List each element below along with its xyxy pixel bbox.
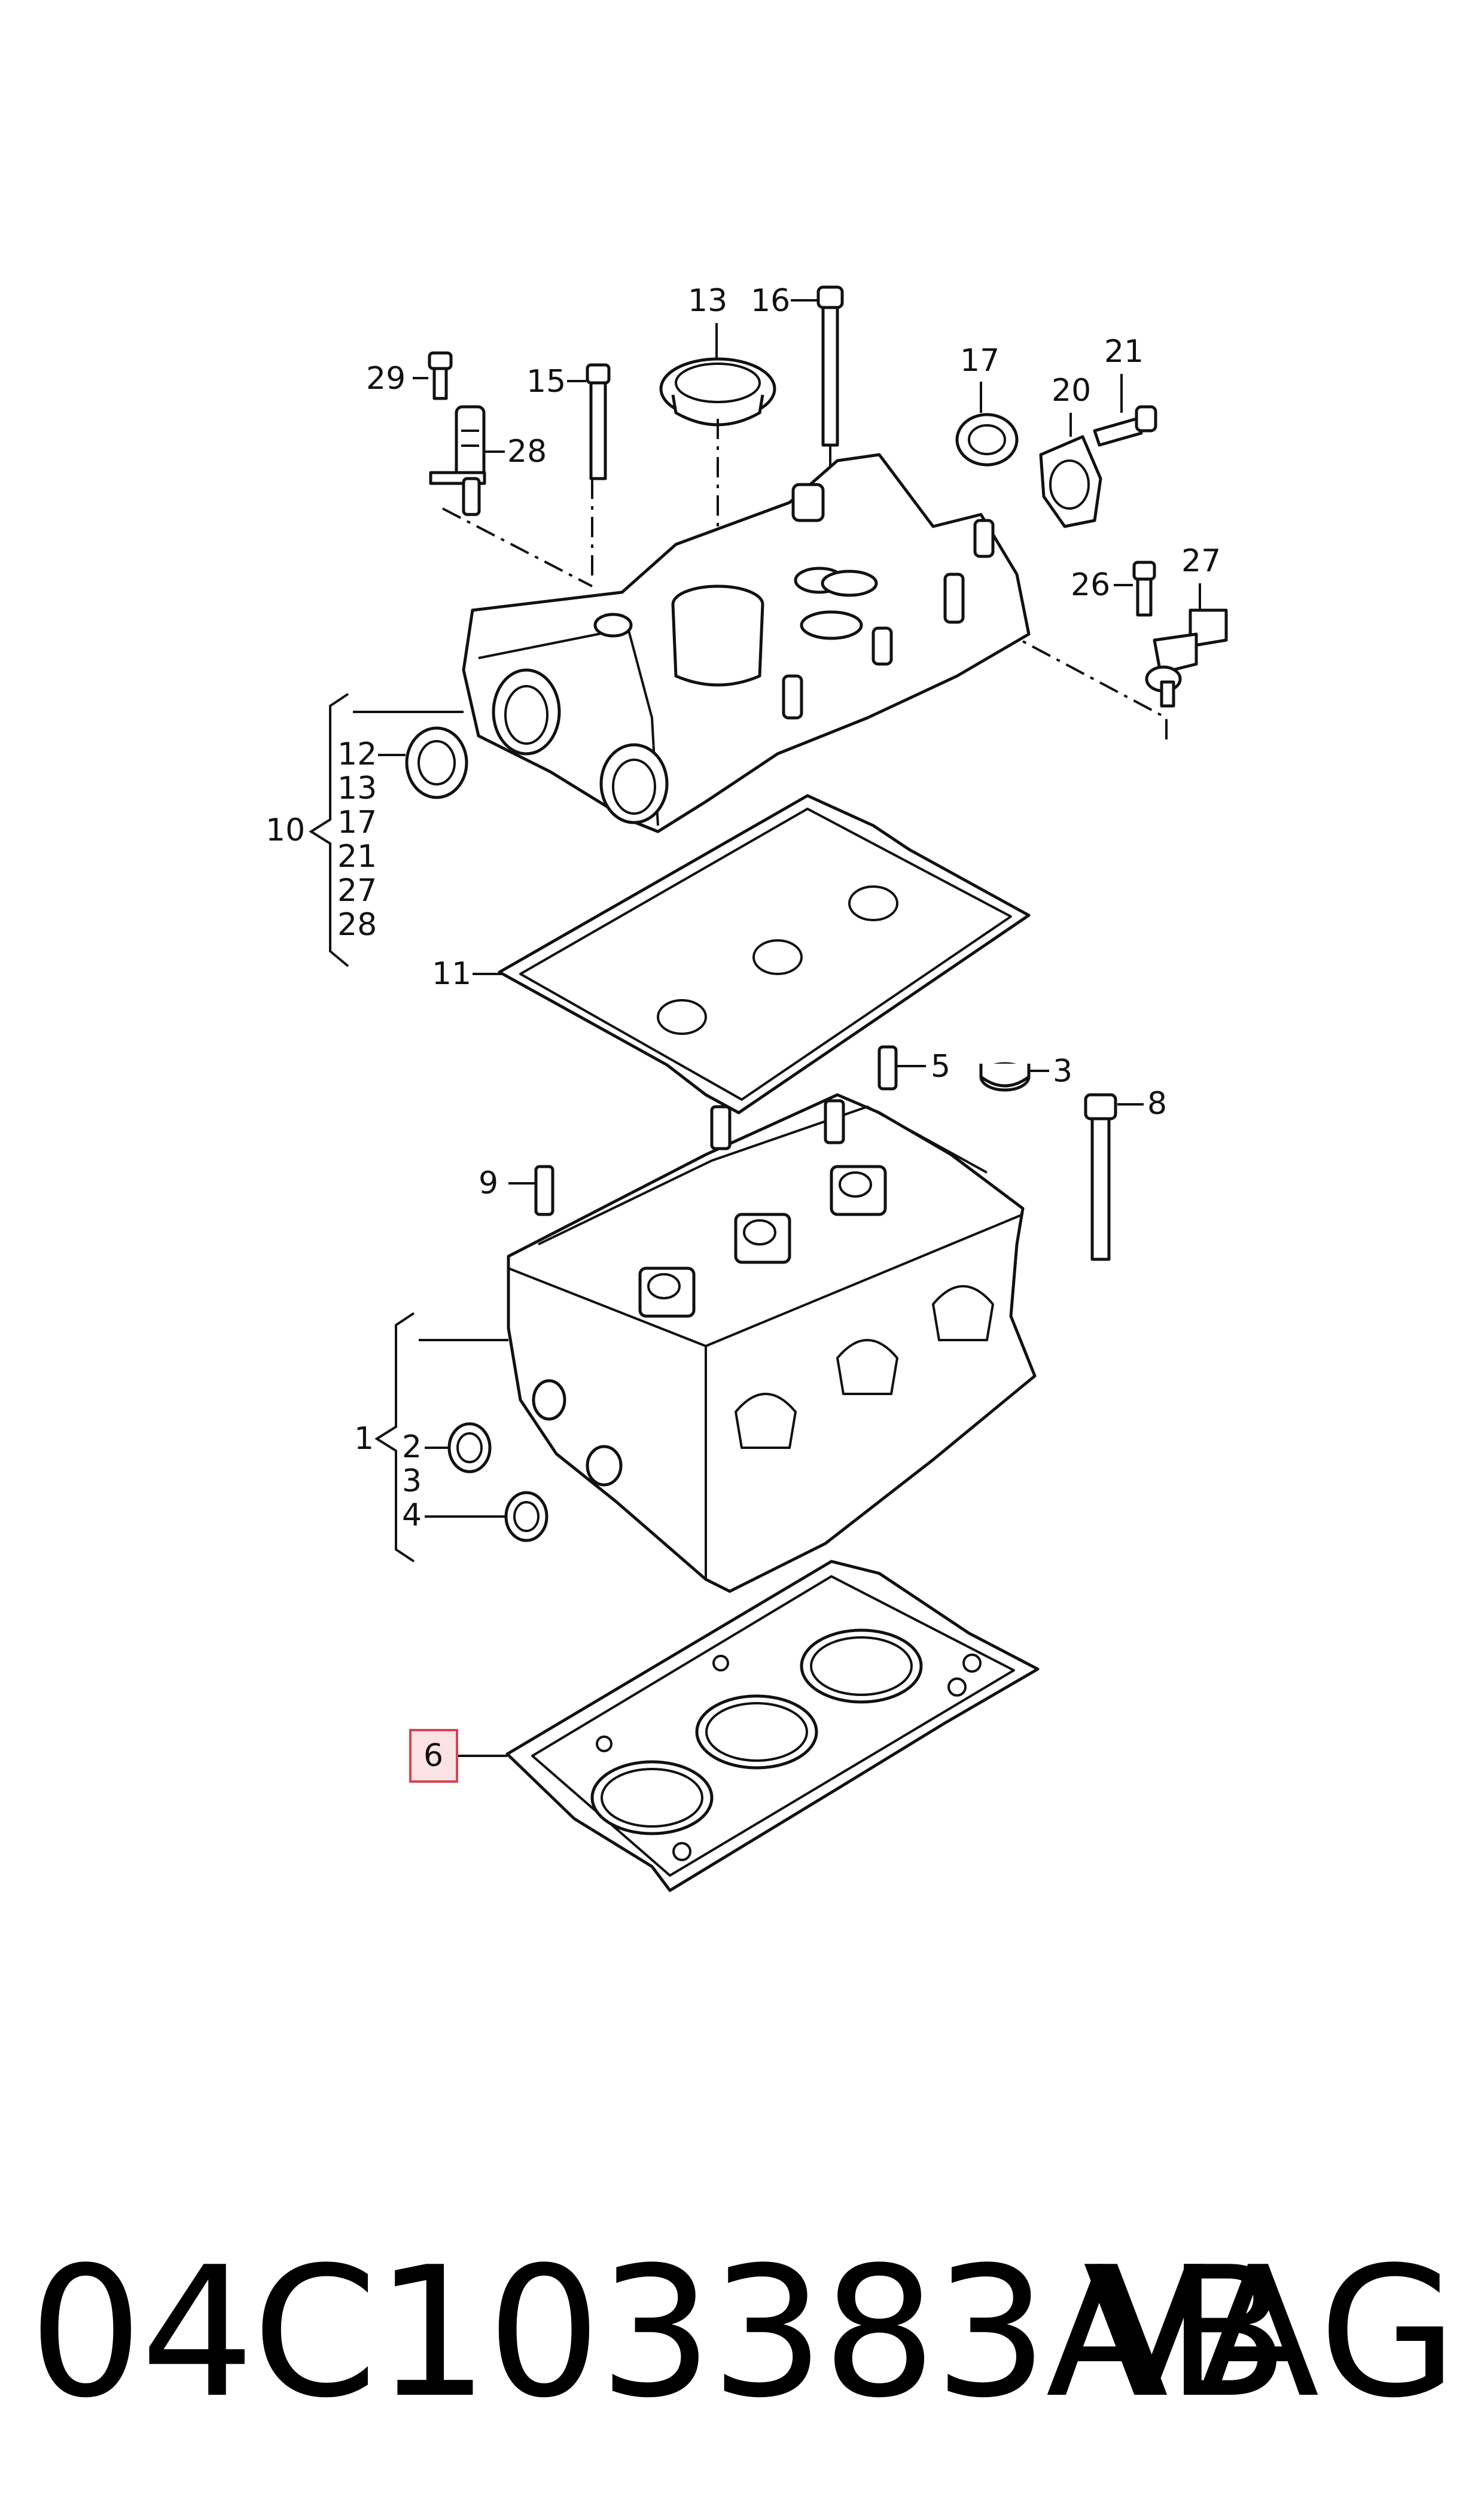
bolt-16 xyxy=(816,285,844,447)
plug-2 xyxy=(447,1422,492,1473)
screw-26 xyxy=(1132,561,1156,617)
callout-20: 20 xyxy=(1052,373,1091,409)
plug-4 xyxy=(504,1491,548,1542)
callout-1: 1 xyxy=(354,1421,374,1457)
callout-27: 27 xyxy=(1181,543,1221,579)
callout-16: 16 xyxy=(751,283,790,319)
callout-3: 3 xyxy=(1053,1054,1072,1089)
cover-gasket-11 xyxy=(498,794,1031,1115)
cylinder-head-1 xyxy=(507,1093,1037,1593)
callout-26: 26 xyxy=(1071,567,1110,603)
sensor-28 xyxy=(429,405,486,516)
callout-9: 9 xyxy=(479,1165,498,1201)
pin-5 xyxy=(877,1045,898,1091)
sensor-27 xyxy=(1145,608,1228,708)
brand-label: VAG xyxy=(1083,2228,1460,2437)
flange-20 xyxy=(1039,435,1102,528)
stud-9 xyxy=(534,1165,554,1216)
list-21: 21 xyxy=(337,839,377,875)
callout-11: 11 xyxy=(432,956,471,992)
bolt-15 xyxy=(586,363,611,480)
callout-2: 2 xyxy=(402,1429,422,1465)
callout-15: 15 xyxy=(526,364,566,400)
callout-29: 29 xyxy=(366,361,406,397)
list-3: 3 xyxy=(402,1463,422,1499)
callout-5: 5 xyxy=(931,1049,950,1085)
callout-8: 8 xyxy=(1147,1086,1167,1122)
callout-12: 12 xyxy=(337,736,377,772)
seal-17 xyxy=(955,413,1019,467)
part-number: 04C103383AB xyxy=(29,2228,1289,2437)
list-28: 28 xyxy=(337,907,377,943)
callout-28: 28 xyxy=(507,434,547,470)
list-13: 13 xyxy=(337,771,377,806)
oil-filler-cap-13 xyxy=(659,357,776,427)
bolt-8 xyxy=(1084,1093,1117,1261)
callout-13: 13 xyxy=(688,283,727,319)
callout-17: 17 xyxy=(960,343,1000,379)
callout-6-highlight[interactable]: 6 xyxy=(409,1729,458,1783)
plug-3 xyxy=(979,1062,1031,1092)
list-17: 17 xyxy=(337,805,377,841)
cylinder-head-gasket-6 xyxy=(505,1560,1040,1892)
seal-12 xyxy=(405,726,468,799)
callout-10: 10 xyxy=(266,812,305,848)
callout-6: 6 xyxy=(423,1738,443,1774)
screw-29 xyxy=(428,351,453,400)
screw-21 xyxy=(1093,405,1157,447)
callout-21: 21 xyxy=(1104,334,1144,370)
cylinder-head-cover-10 xyxy=(462,453,1031,833)
list-27: 27 xyxy=(337,873,377,909)
callout-4: 4 xyxy=(402,1497,422,1533)
